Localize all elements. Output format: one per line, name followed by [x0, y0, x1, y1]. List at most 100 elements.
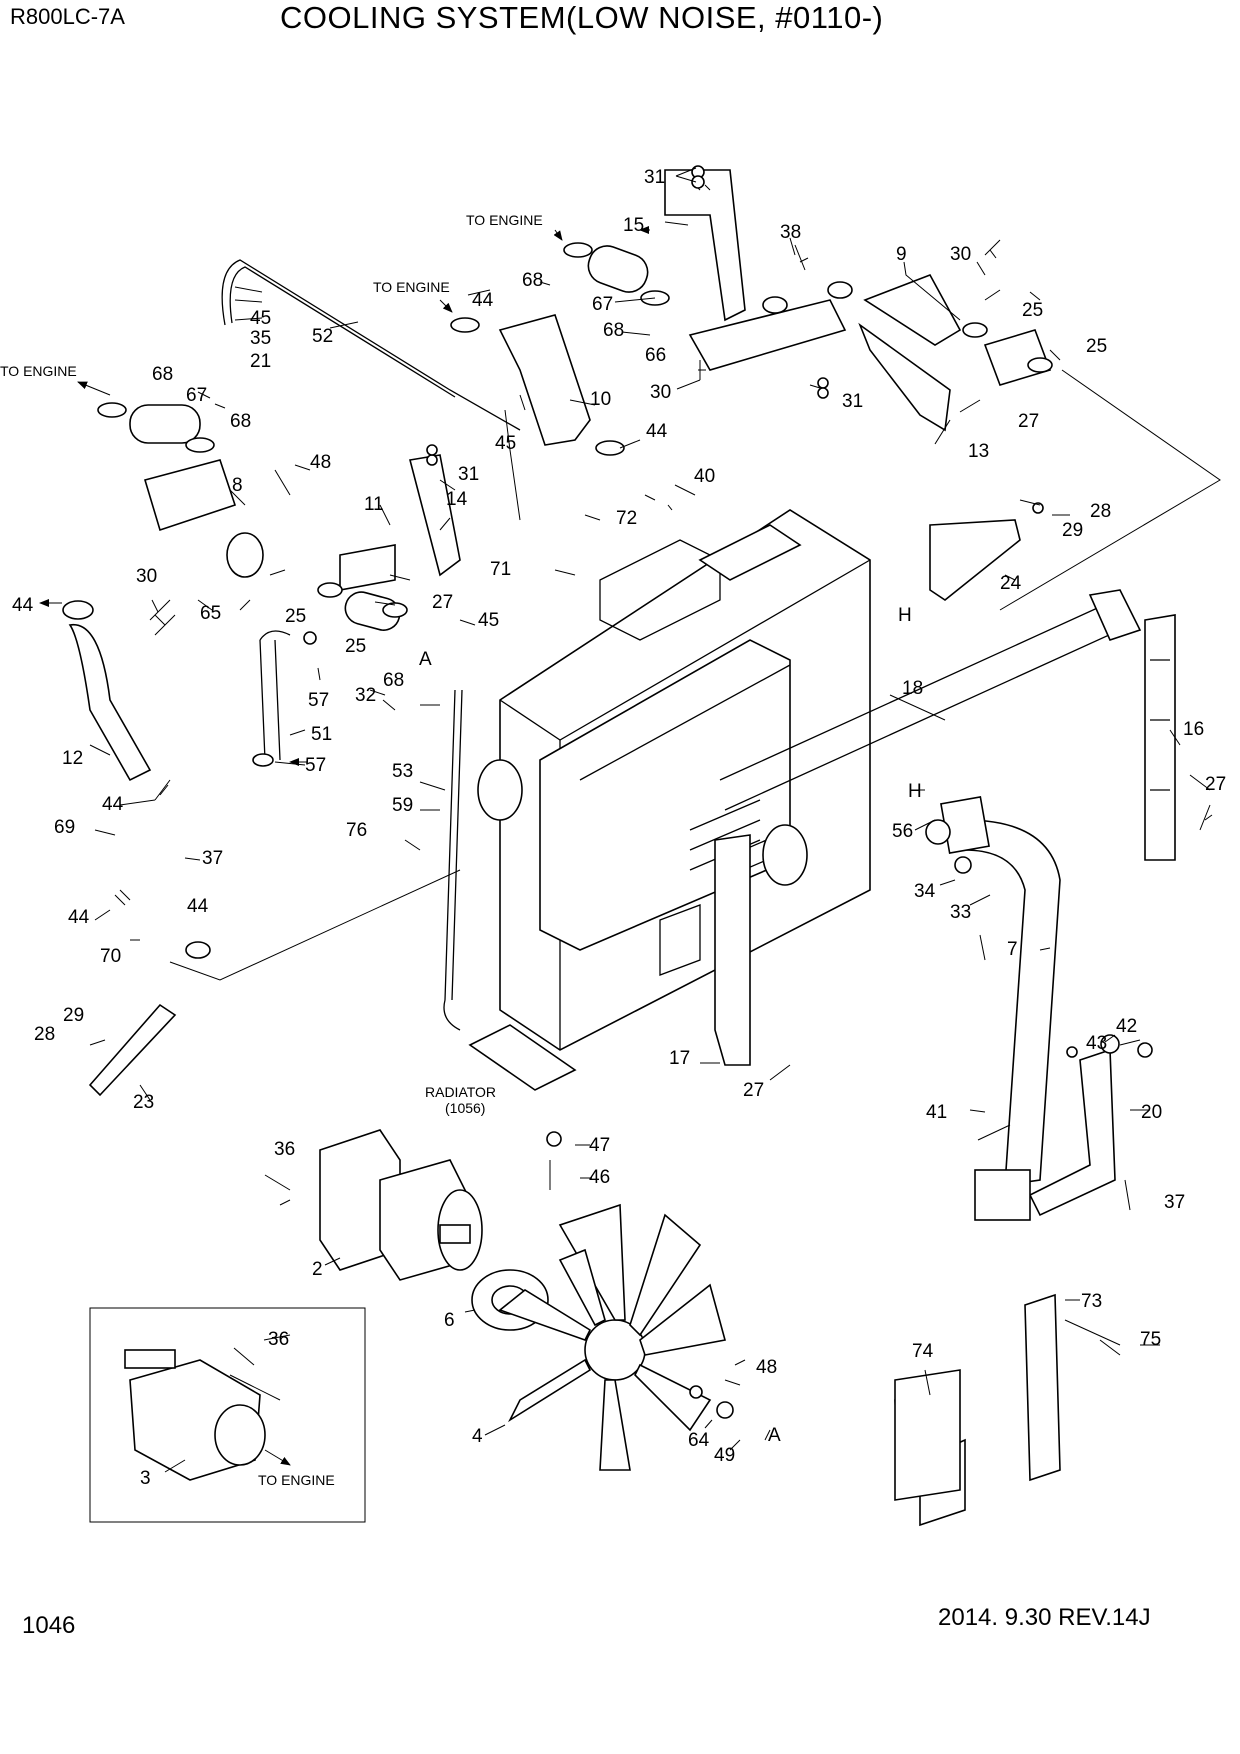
- callout: 68: [603, 320, 624, 341]
- callout: 36: [274, 1139, 295, 1160]
- note-to-engine: TO ENGINE: [373, 279, 450, 295]
- callout: 57: [305, 755, 326, 776]
- callout: 73: [1081, 1291, 1102, 1312]
- callout: A: [768, 1425, 781, 1446]
- callout: 75: [1140, 1329, 1161, 1350]
- callout: 31: [458, 464, 479, 485]
- callout: 66: [645, 345, 666, 366]
- callout: 68: [230, 411, 251, 432]
- callout: 43: [1086, 1033, 1107, 1054]
- callout: 31: [644, 167, 665, 188]
- callout: A: [419, 649, 432, 670]
- callout: 57: [308, 690, 329, 711]
- callout: 48: [310, 452, 331, 473]
- callout: 4: [472, 1426, 483, 1447]
- diagram-notes: TO ENGINE TO ENGINE TO ENGINE TO ENGINE …: [0, 212, 543, 1488]
- callout: 42: [1116, 1016, 1137, 1037]
- callout: 20: [1141, 1102, 1162, 1123]
- callout: 38: [780, 222, 801, 243]
- page-title: COOLING SYSTEM(LOW NOISE, #0110-): [280, 0, 884, 35]
- callout: 17: [669, 1048, 690, 1069]
- callout: 44: [68, 907, 90, 928]
- callout: 14: [446, 489, 468, 510]
- callout: 7: [1007, 939, 1018, 960]
- callout: 76: [346, 820, 367, 841]
- callout: 3: [140, 1468, 151, 1489]
- callout: H: [898, 605, 912, 626]
- callout: 46: [589, 1167, 610, 1188]
- callout: 6: [444, 1310, 455, 1331]
- callout: 49: [714, 1445, 735, 1466]
- callout: 11: [364, 494, 384, 515]
- callout: 65: [200, 603, 221, 624]
- callout: 56: [892, 821, 913, 842]
- callout: 53: [392, 761, 413, 782]
- callout: 15: [623, 215, 644, 236]
- callout: 37: [1164, 1192, 1185, 1213]
- callout: 10: [590, 389, 611, 410]
- callout: 52: [312, 326, 333, 347]
- callout: 9: [896, 244, 907, 265]
- inset-motor: [89, 1307, 366, 1523]
- cooling-fan: [498, 1203, 727, 1471]
- callout: 41: [926, 1102, 947, 1123]
- callout: 36: [268, 1329, 289, 1350]
- callout: 28: [1090, 501, 1111, 522]
- callout: 30: [650, 382, 671, 403]
- callout: 74: [912, 1341, 934, 1362]
- callout: 25: [1086, 336, 1107, 357]
- callout: 34: [914, 881, 936, 902]
- model-number: R800LC-7A: [10, 4, 125, 29]
- callout: 71: [490, 559, 511, 580]
- callout: 44: [12, 595, 34, 616]
- callout: 27: [1018, 411, 1039, 432]
- part-callouts: 31 15 38 9 30 68 67 68 66 30 31 25 25 27…: [12, 167, 1226, 1489]
- callout: 68: [152, 364, 173, 385]
- callout: 25: [285, 606, 306, 627]
- brackets: [88, 169, 1176, 1527]
- callout: 59: [392, 795, 413, 816]
- callout: 25: [345, 636, 366, 657]
- callout: 64: [688, 1430, 710, 1451]
- callout: 24: [1000, 573, 1022, 594]
- note-to-engine: TO ENGINE: [466, 212, 543, 228]
- callout: 27: [432, 592, 453, 613]
- callout: 30: [950, 244, 971, 265]
- direction-arrows: [39, 226, 650, 1466]
- callout: 72: [616, 508, 637, 529]
- note-radiator-ref: (1056): [445, 1100, 485, 1116]
- callout: 29: [1062, 520, 1083, 541]
- callout: 33: [950, 902, 971, 923]
- callout: 68: [522, 270, 543, 291]
- callout: 27: [743, 1080, 764, 1101]
- callout: 29: [63, 1005, 84, 1026]
- callout: 45: [495, 433, 516, 454]
- callout: 68: [383, 670, 404, 691]
- callout: 70: [100, 946, 121, 967]
- lower-pipe: [925, 795, 1061, 1221]
- callout: 12: [62, 748, 83, 769]
- callout: 8: [232, 475, 243, 496]
- revision-date: 2014. 9.30 REV.14J: [938, 1604, 1151, 1631]
- callout: 18: [902, 678, 923, 699]
- callout: 69: [54, 817, 75, 838]
- callout: 44: [102, 794, 124, 815]
- callout: 44: [646, 421, 668, 442]
- hardware: [97, 165, 1213, 1419]
- callout: 13: [968, 441, 989, 462]
- callout: 51: [311, 724, 332, 745]
- callout: 2: [312, 1259, 323, 1280]
- callout: 37: [202, 848, 223, 869]
- callout: 47: [589, 1135, 610, 1156]
- callout: 35: [250, 328, 271, 349]
- callout: 44: [187, 896, 209, 917]
- note-radiator: RADIATOR: [425, 1084, 496, 1100]
- callout: H: [908, 781, 922, 802]
- note-to-engine: TO ENGINE: [258, 1472, 335, 1488]
- leader-lines: [89, 167, 1221, 1473]
- callout: 67: [592, 294, 613, 315]
- callout: 28: [34, 1024, 55, 1045]
- callout: 40: [694, 466, 715, 487]
- note-to-engine: TO ENGINE: [0, 363, 77, 379]
